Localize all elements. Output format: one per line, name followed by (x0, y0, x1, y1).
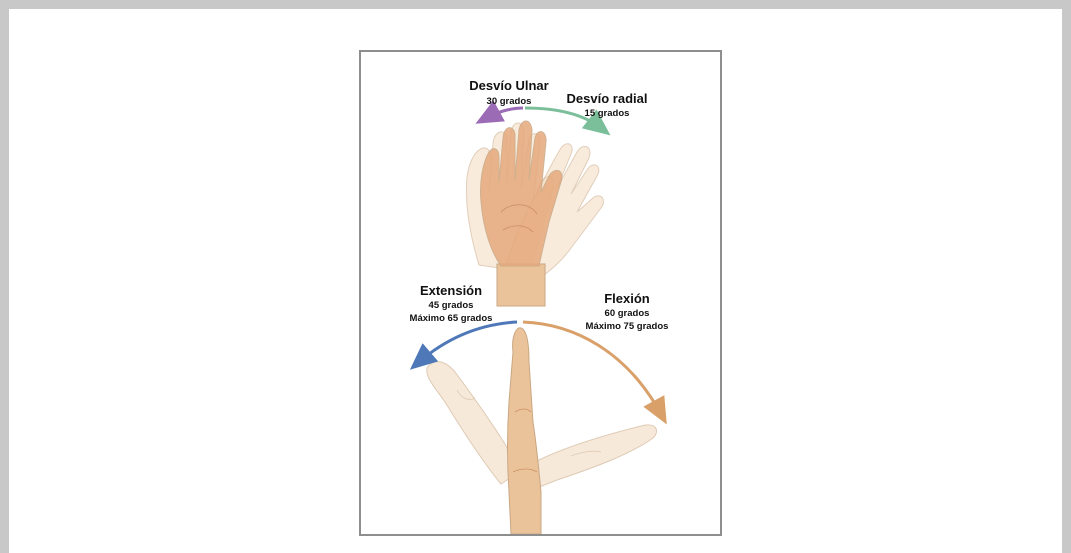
extension-arrow (419, 322, 517, 362)
neutral-hand-profile (508, 328, 542, 534)
extension-title: Extensión (401, 284, 501, 297)
neutral-hand (480, 121, 561, 306)
flexion-title: Flexión (577, 292, 677, 305)
radial-deviation-title: Desvío radial (557, 92, 657, 105)
ulnar-deviation-value: 30 grados (461, 97, 557, 107)
flexion-extension-illustration (419, 322, 661, 534)
flexion-value: 60 grados (577, 309, 677, 319)
ulnar-deviation-arrow (486, 108, 523, 118)
flexion-max: Máximo 75 grados (577, 322, 677, 332)
ghost-hand-extension (427, 362, 519, 484)
ghost-hand-flexion (531, 425, 657, 488)
extension-value: 45 grados (401, 301, 501, 311)
radial-deviation-value: 15 grados (557, 109, 657, 119)
flexion-arrow (523, 322, 661, 414)
deviation-illustration (467, 108, 604, 306)
extension-max: Máximo 65 grados (401, 314, 501, 324)
ulnar-deviation-title: Desvío Ulnar (461, 79, 557, 92)
wrist-range-of-motion-figure: Desvío Ulnar 30 grados Desvío radial 15 … (359, 50, 722, 536)
